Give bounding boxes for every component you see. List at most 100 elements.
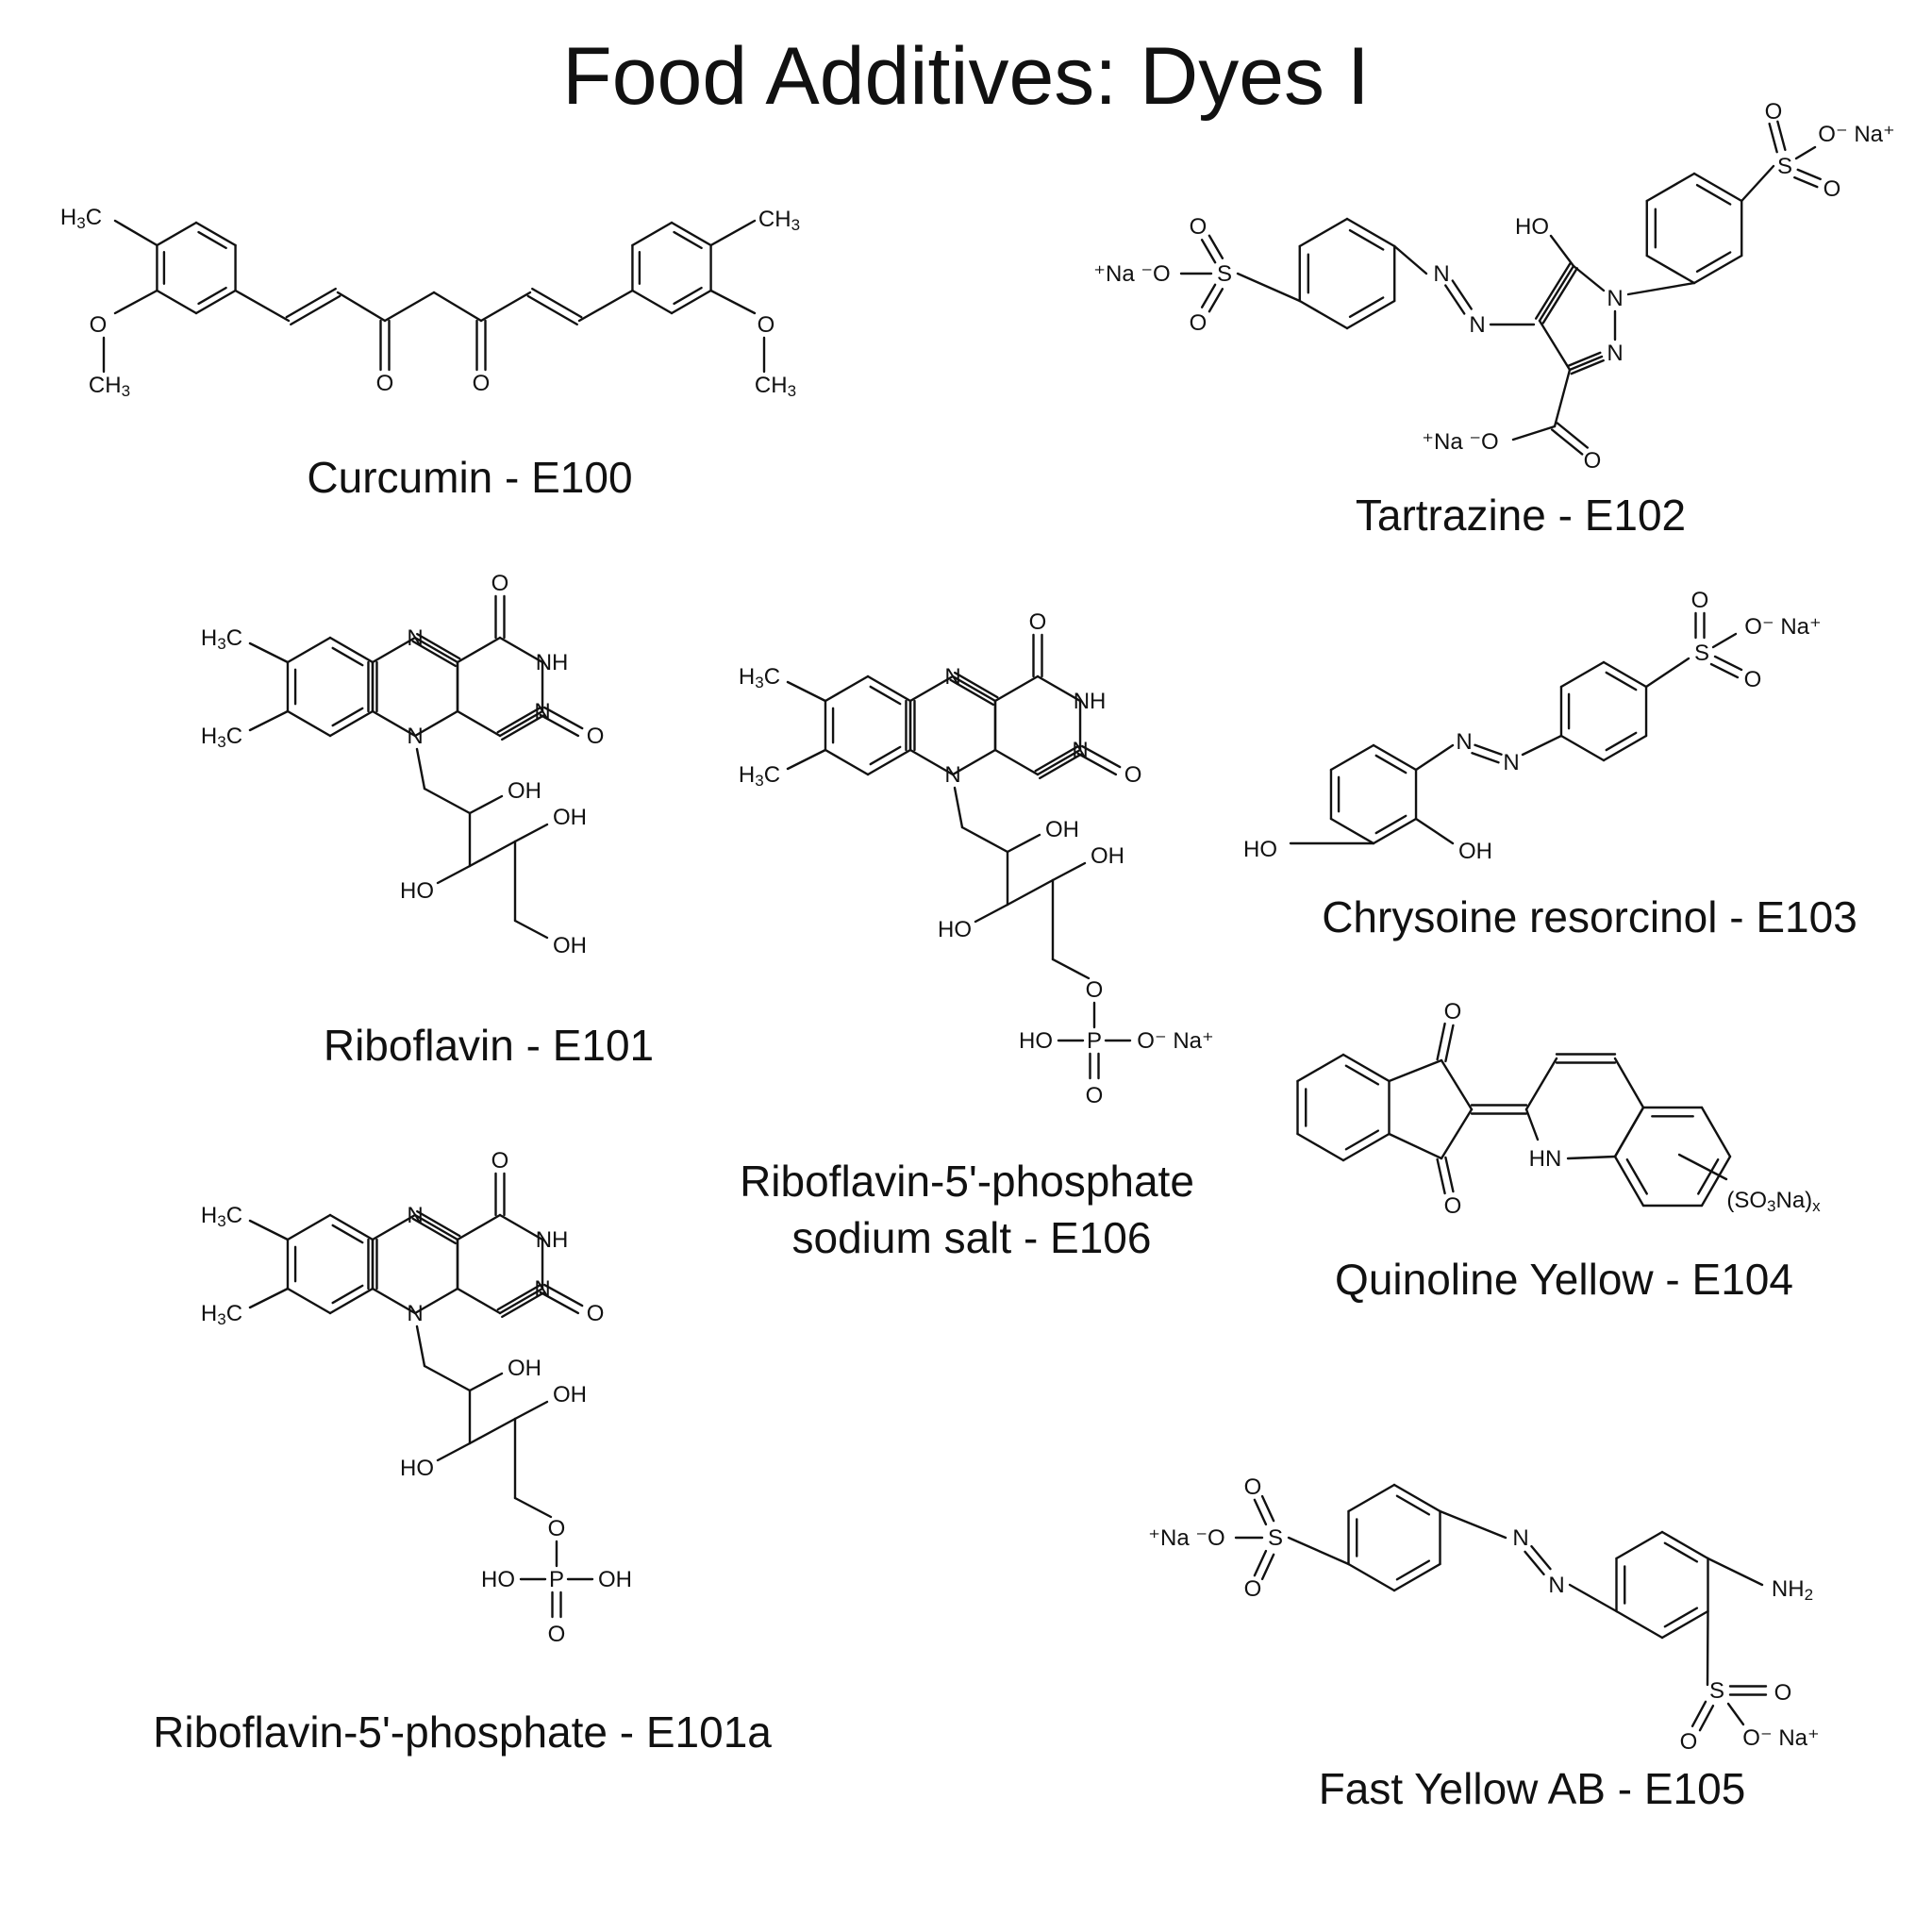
riboflavin-5-phosphate-imine-bond [496, 1283, 541, 1311]
fast-yellow-ring-right [1615, 1609, 1664, 1640]
curcumin-ring-left [194, 289, 237, 315]
fast-yellow-sulfonyl-o: O [1244, 1474, 1262, 1500]
double-bond [1524, 1550, 1545, 1576]
fast-yellow-ring-left [1347, 1562, 1396, 1592]
double-bond [1200, 239, 1217, 264]
double-bond [1690, 1700, 1707, 1728]
riboflavin-5-phosphate-phosphoryl-o: O [548, 1622, 566, 1647]
chrysoine-resorcinol-ring-inner-bond [1374, 814, 1407, 835]
double-bond [1260, 1494, 1275, 1523]
single-bond [1572, 264, 1606, 292]
riboflavin-5-phosphate-methyl-7: H3C [201, 1203, 242, 1230]
riboflavin-5-phosphate-n-10: N [407, 1301, 423, 1326]
single-bond [1794, 145, 1817, 160]
tartrazine-hydroxyl: HO [1515, 214, 1549, 240]
riboflavin-pyrimidine-ring [456, 709, 502, 738]
riboflavin-5-phosphate-sodium-benzene-ring [866, 748, 912, 776]
riboflavin-5-phosphate-sodium-n-5: N [944, 664, 960, 690]
single-bond [113, 219, 158, 247]
riboflavin-5-phosphate-pyrimidine-ring [456, 1287, 502, 1315]
quinoline-benzo-ring-inner-bond [1625, 1158, 1648, 1195]
curcumin-ring-right [670, 221, 712, 247]
riboflavin-5-phosphate-benzene-ring-inner-bond [331, 1224, 364, 1244]
single-bond [1626, 281, 1696, 296]
riboflavin-5-phosphate-phosphate-hydroxyl: OH [598, 1567, 632, 1592]
riboflavin-5-phosphate-imine-bond [411, 1217, 457, 1245]
single-bond [436, 864, 472, 885]
single-bond [383, 291, 436, 323]
single-bond [1393, 244, 1428, 275]
fast-yellow-ring-right [1660, 1530, 1709, 1560]
riboflavin-carbonyl-o-4: O [491, 571, 509, 596]
caption-quinoline: Quinoline Yellow - E104 [1335, 1255, 1793, 1304]
tartrazine-ring-left-inner-bond [1348, 296, 1385, 319]
single-bond [336, 291, 387, 323]
riboflavin-5-phosphate-imine-bond [416, 1209, 461, 1238]
chrysoine-resorcinol-ring [1372, 743, 1418, 772]
riboflavin-5-phosphate-sodium-phosphorus: P [1087, 1028, 1102, 1054]
riboflavin-pyrazine-ring [413, 709, 459, 738]
riboflavin-5-phosphate-sodium-carbonyl-o-4: O [1029, 609, 1047, 635]
riboflavin-5-phosphate-hydroxyl: HO [400, 1456, 434, 1481]
single-bond [974, 903, 1009, 924]
double-bond [1471, 752, 1500, 764]
single-bond [1726, 1702, 1745, 1726]
chrysoine-benzene-ring-inner-bond [1605, 671, 1638, 691]
fast-yellow-sulfonyl-o: O [1774, 1680, 1792, 1706]
single-bond [468, 794, 504, 815]
single-bond [234, 289, 291, 323]
riboflavin-carbonyl [539, 713, 580, 738]
riboflavin-5-phosphate-sodium-benzene-ring-inner-bond [869, 685, 902, 706]
riboflavin-5-phosphate-sodium-imine-bond [954, 671, 999, 699]
single-bond [1006, 833, 1041, 854]
single-bond [415, 1324, 426, 1368]
single-bond [432, 291, 483, 323]
riboflavin-5-phosphate-sodium-methyl-8: H3C [739, 762, 780, 790]
quinoline-sulfonate-substituent: (SO3Na)x [1726, 1188, 1821, 1215]
double-bond [1556, 422, 1590, 449]
riboflavin-benzene-ring [286, 709, 332, 738]
curcumin-ketone-o-2: O [473, 371, 491, 396]
riboflavin-5-phosphate-pyrimidine-ring [498, 1213, 544, 1241]
riboflavin-methyl-7: H3C [201, 625, 242, 653]
riboflavin-5-phosphate-sodium-pyrazine-ring [908, 675, 955, 703]
fast-yellow-sulfur-left: S [1268, 1525, 1283, 1551]
curcumin-ring-left-inner-bond [197, 230, 227, 250]
tartrazine-ring-left-inner-bond [1348, 228, 1385, 251]
single-bond [1538, 264, 1575, 323]
riboflavin-hydroxyl: OH [553, 805, 587, 830]
single-bond [436, 1441, 472, 1462]
double-bond [1474, 743, 1503, 756]
single-bond [1613, 1057, 1645, 1109]
double-bond [1444, 1156, 1455, 1193]
single-bond [786, 680, 827, 703]
single-bond [1538, 319, 1572, 372]
chrysoine-resorcinol-ring [1329, 817, 1375, 845]
riboflavin-n-1: N [534, 699, 550, 724]
caption-r5p-sodium-line1: Riboflavin-5'-phosphate [740, 1157, 1194, 1206]
quinoline-indandione-benzene [1296, 1053, 1345, 1083]
riboflavin-5-phosphate-carbonyl-o-2: O [587, 1301, 605, 1326]
single-bond [1414, 817, 1455, 845]
single-bond [513, 919, 549, 940]
double-bond [1698, 1704, 1715, 1732]
riboflavin-pyrazine-ring [413, 636, 459, 664]
quinoline-indandione-benzene [1341, 1132, 1391, 1162]
chrysoine-benzene-ring [1559, 734, 1606, 762]
curcumin-ring-right [631, 221, 674, 247]
riboflavin-5-phosphate-benzene-ring [286, 1287, 332, 1315]
fast-yellow-azo-n-2: N [1548, 1573, 1564, 1598]
riboflavin-5-phosphate-phosphorus: P [549, 1567, 564, 1592]
single-bond [1707, 1557, 1764, 1587]
quinoline-benzo-ring-inner-bond [1697, 1158, 1720, 1195]
fast-yellow-ring-right-inner-bond [1663, 1541, 1699, 1563]
chrysoine-resorcinol-ring [1329, 743, 1375, 772]
curcumin-ring-left [156, 289, 198, 315]
quinoline-indandione-benzene-inner-bond [1344, 1064, 1380, 1086]
curcumin-ring-left-inner-bond [197, 286, 227, 306]
riboflavin-5-phosphate-carbonyl [543, 1283, 584, 1307]
riboflavin-5-phosphate-benzene-ring [328, 1287, 375, 1315]
riboflavin-5-phosphate-sodium-pyrimidine-ring [993, 675, 1040, 703]
single-bond [423, 787, 472, 815]
